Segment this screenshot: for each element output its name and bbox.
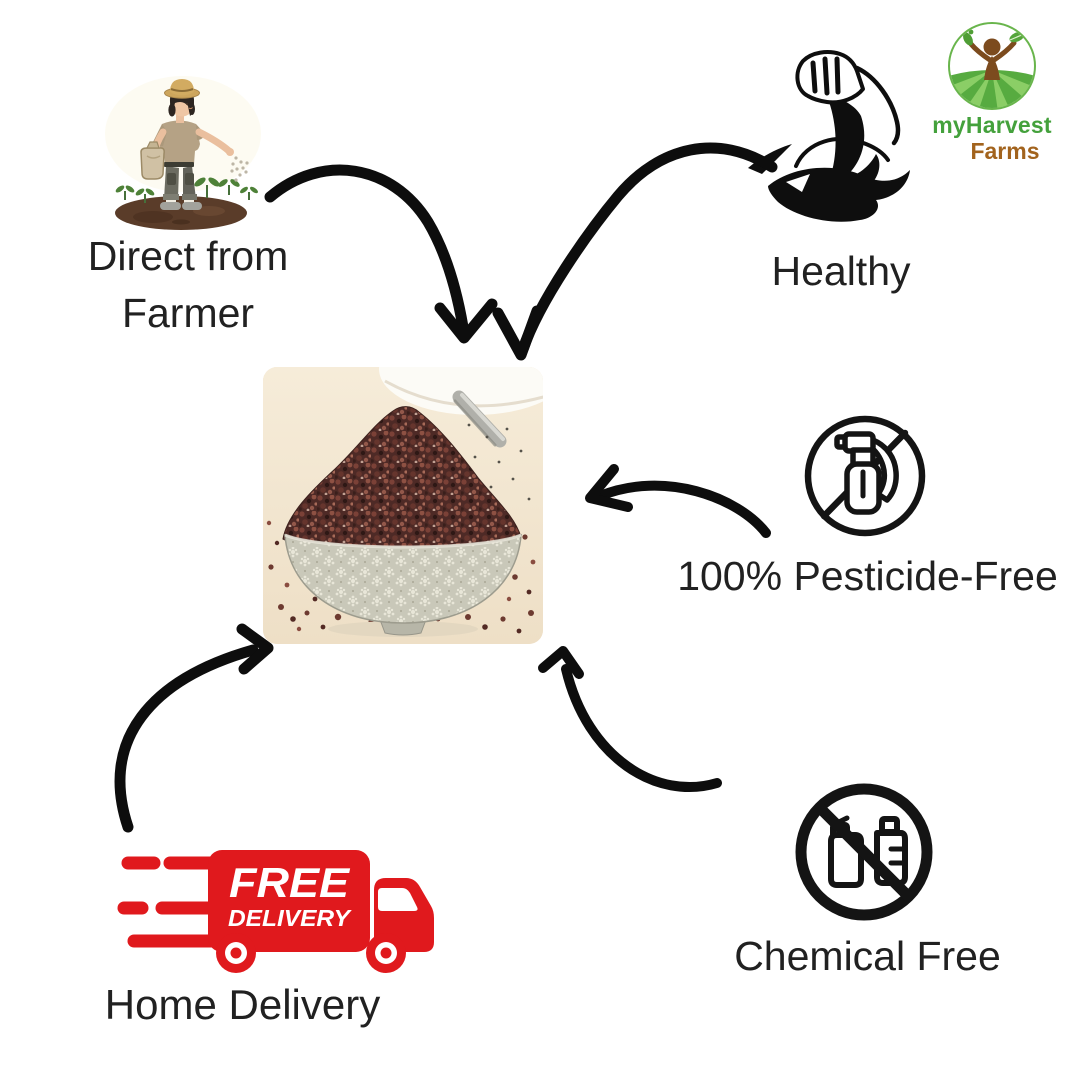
no-pesticide-spray-icon [804, 415, 926, 537]
feature-label-home-delivery: Home Delivery [104, 981, 381, 1028]
feature-label-pesticide-free: 100% Pesticide-Free [677, 553, 1058, 599]
truck-badge-free: FREE [229, 859, 351, 906]
truck-wheel [366, 933, 406, 973]
brand-name: myHarvest [932, 112, 1052, 138]
brand-logo: myHarvest Farms [928, 20, 1056, 164]
brand-suffix: Farms [970, 138, 1040, 164]
flexed-bicep-icon [748, 50, 910, 222]
brand-logo-icon [948, 22, 1036, 110]
no-chemical-bottles-icon [795, 783, 933, 921]
truck-wheel [216, 933, 256, 973]
product-image [263, 367, 543, 644]
farmer-sowing-illustration [105, 76, 261, 230]
feature-label-direct-from-farmer: Direct from Farmer [87, 233, 289, 336]
truck-badge-delivery: DELIVERY [228, 905, 353, 931]
free-delivery-truck-icon: FREE DELIVERY [117, 850, 434, 973]
feature-label-healthy: Healthy [771, 248, 911, 294]
arrow-delivery-to-product [114, 623, 274, 833]
arrow-chemical-to-product [538, 646, 722, 792]
arrow-pesticide-to-product [585, 464, 771, 538]
feature-label-chemical-free: Chemical Free [734, 933, 1001, 979]
